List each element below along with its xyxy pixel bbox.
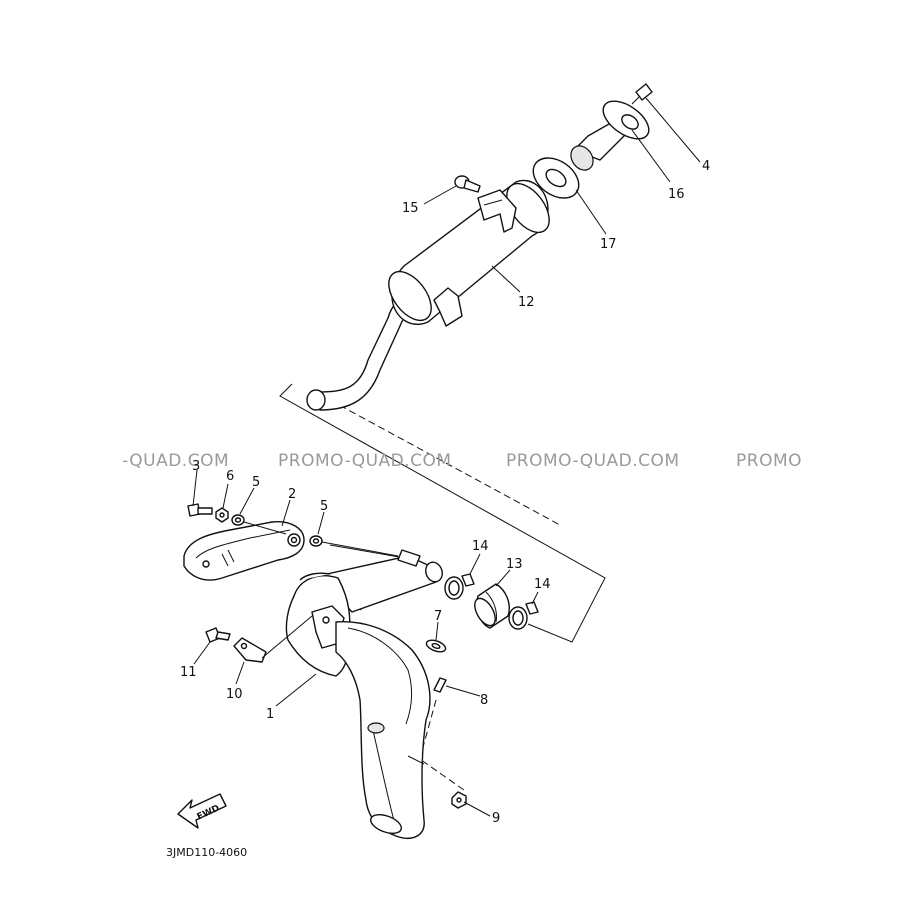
callout-17: 17 — [600, 237, 617, 252]
callout-5: 5 — [252, 475, 260, 490]
washer-5 — [309, 535, 323, 547]
bolt-4 — [631, 83, 653, 105]
bolt-11 — [205, 627, 231, 643]
exhaust-joint-13 — [474, 583, 510, 629]
watermark-text: PROMO-QUAD.COM — [506, 451, 680, 471]
silencer-muffler — [306, 179, 550, 411]
hose-clamp-14 — [444, 573, 475, 600]
callout-3: 3 — [192, 459, 200, 474]
callout-15: 15 — [402, 201, 419, 216]
callout-5: 5 — [320, 499, 328, 514]
callout-4: 4 — [702, 159, 710, 174]
callout-2: 2 — [288, 487, 296, 502]
callout-1: 1 — [266, 707, 274, 722]
leader-lines — [192, 97, 701, 817]
watermark-text: PROMO — [736, 451, 802, 471]
nut-9 — [451, 791, 467, 809]
bracket-10 — [233, 637, 267, 663]
callout-10: 10 — [226, 687, 243, 702]
washer-5 — [231, 514, 245, 526]
watermark-strip: -QUAD.COM PROMO-QUAD.COM PROMO-QUAD.COM … — [122, 451, 802, 471]
exhaust-pipe — [285, 549, 443, 839]
hose-clamp-14 — [508, 601, 539, 630]
bolt-15 — [454, 175, 481, 193]
diagram-code: 3JMD110-4060 — [166, 846, 247, 859]
callout-9: 9 — [492, 811, 500, 826]
callout-labels: 4 16 17 12 15 3 6 5 2 5 14 13 14 7 8 9 1… — [180, 159, 710, 826]
callout-11: 11 — [180, 665, 197, 680]
callout-12: 12 — [518, 295, 535, 310]
callout-14: 14 — [472, 539, 489, 554]
forward-arrow-icon: FWD — [177, 793, 227, 829]
callout-16: 16 — [668, 187, 685, 202]
nut-6 — [215, 507, 229, 523]
callout-14: 14 — [534, 577, 551, 592]
callout-6: 6 — [226, 469, 234, 484]
exhaust-gasket — [425, 639, 447, 653]
bolt-3 — [187, 503, 213, 517]
watermark-text: PROMO-QUAD.COM — [278, 451, 452, 471]
stud-bolt-8 — [433, 677, 447, 693]
watermark-text: -QUAD.COM — [122, 451, 229, 471]
silencer-gasket — [532, 157, 580, 199]
callout-7: 7 — [434, 609, 442, 624]
callout-8: 8 — [480, 693, 488, 708]
spark-arrester — [570, 100, 650, 171]
callout-13: 13 — [506, 557, 523, 572]
heat-protector — [183, 521, 305, 581]
